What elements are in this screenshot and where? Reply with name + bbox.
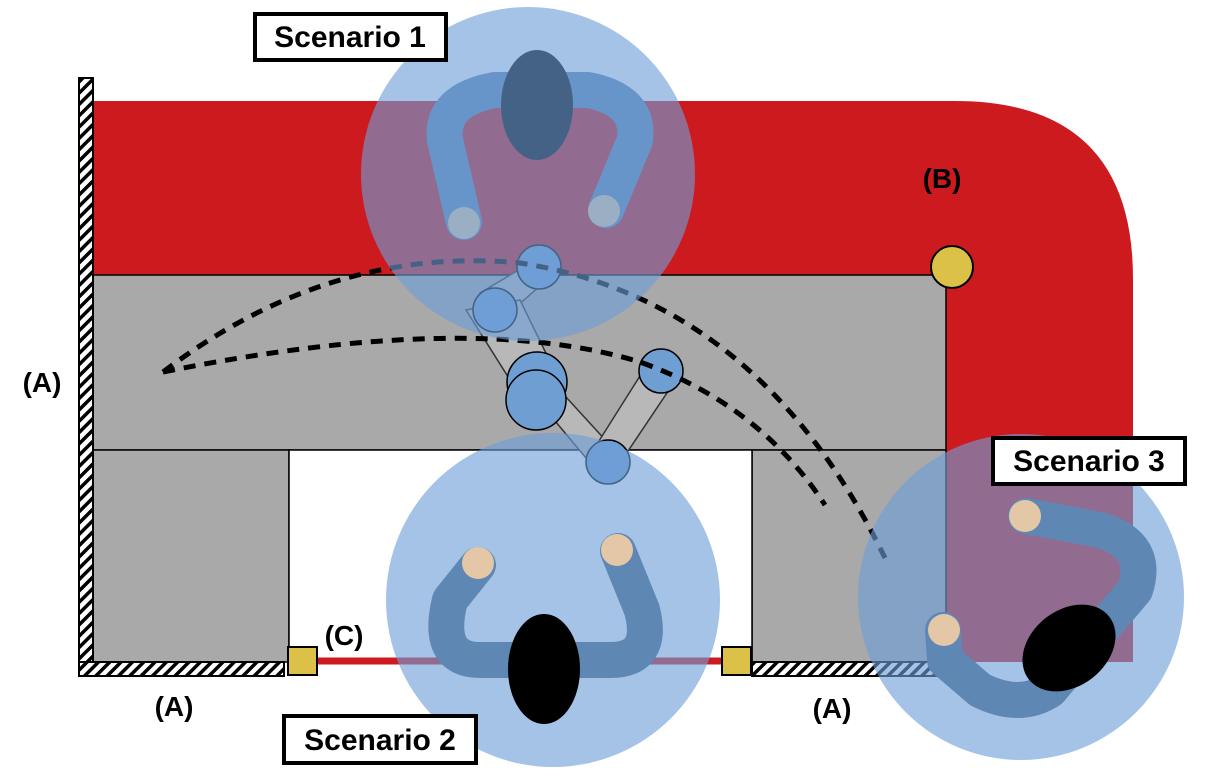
robot-joint-elbow [505,369,567,431]
label-a-bottom-left: (A) [155,691,194,722]
wall-left [78,77,94,677]
operator-2-zone [386,433,720,767]
operator-2-hand-left [462,547,494,579]
trajectory-lower [162,335,828,507]
scenario-3-label: Scenario 3 [1013,445,1165,478]
operator-3-head [1022,604,1116,692]
operator-2-head [508,614,580,724]
scenario-1-box: Scenario 1 [253,12,448,62]
operator-2-hand-right [601,534,633,566]
sensor-b-circle [930,245,974,289]
label-c: (C) [325,620,364,651]
operator-3-hand-top [1009,500,1041,532]
wall-bottom-left [78,661,285,677]
scenario-2-box: Scenario 2 [282,714,478,765]
scenario-3-box: Scenario 3 [991,436,1187,486]
label-a-bottom-right: (A) [813,693,852,724]
red-danger-zone [92,101,1133,662]
operator-scenario-1 [361,7,695,341]
trajectory-upper [161,258,888,560]
label-b: (B) [923,163,962,194]
label-a-left: (A) [23,367,62,398]
operator-scenario-2 [386,433,720,767]
light-curtain-sensor-right [721,646,752,676]
operator-3-hand-bottom [928,614,960,646]
light-curtain-sensor-left [287,646,318,676]
scenario-1-label: Scenario 1 [274,21,426,54]
operator-scenario-3 [858,434,1184,760]
table-left-leg [91,449,290,663]
scenario-2-label: Scenario 2 [304,724,456,757]
operator-1-zone [361,7,695,341]
